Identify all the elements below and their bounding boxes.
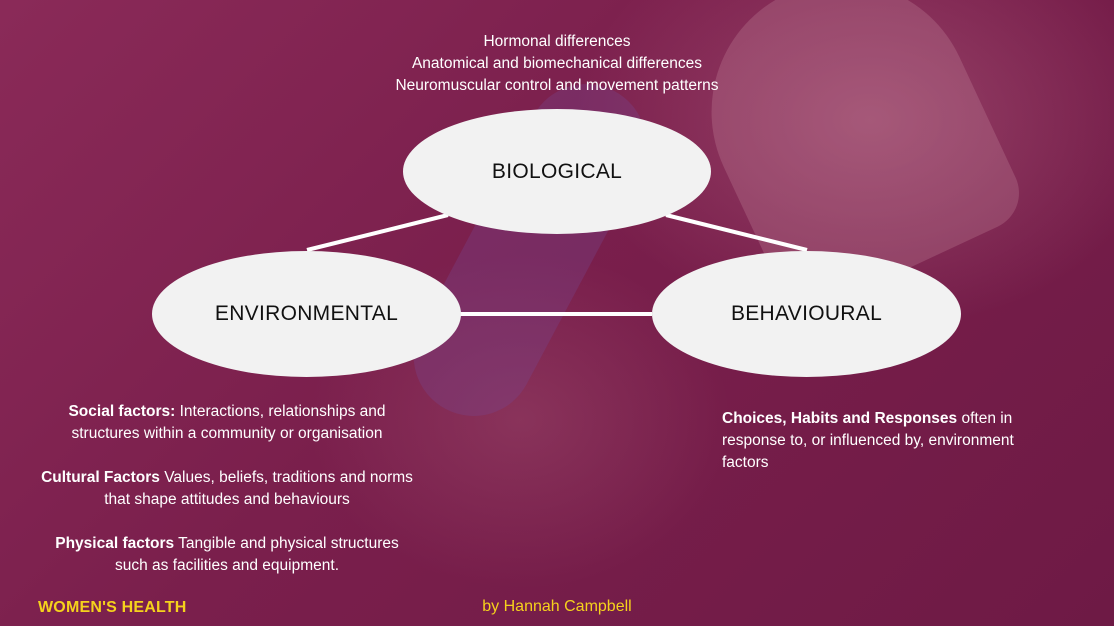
brand-label: WOMEN'S HEALTH (38, 599, 187, 616)
environmental-factors-list: Social factors: Interactions, relationsh… (40, 401, 414, 599)
factor-term: Physical factors (55, 535, 175, 552)
environmental-factor: Cultural Factors Values, beliefs, tradit… (40, 467, 414, 511)
factor-term: Social factors: (68, 403, 176, 420)
behavioural-factors-text: Choices, Habits and Responses often in r… (722, 408, 1052, 474)
factor-description: Tangible and physical structures such as… (114, 535, 399, 574)
factor-description: Interactions, relationships and structur… (71, 403, 386, 442)
node-biological: BIOLOGICAL (403, 109, 711, 234)
factor-description: Values, beliefs, traditions and norms th… (104, 469, 413, 508)
biological-factor: Neuromuscular control and movement patte… (395, 77, 719, 94)
connector-bio-beh (665, 213, 808, 252)
author-credit: by Hannah Campbell (482, 598, 632, 615)
factor-term: Cultural Factors (41, 469, 160, 486)
node-environmental-label: ENVIRONMENTAL (214, 302, 399, 325)
environmental-factor: Social factors: Interactions, relationsh… (40, 401, 414, 445)
connector-bio-env (306, 213, 449, 252)
node-biological-label: BIOLOGICAL (491, 159, 623, 183)
biological-factor: Hormonal differences (483, 33, 631, 50)
node-behavioural: BEHAVIOURAL (652, 251, 961, 377)
environmental-factor: Physical factors Tangible and physical s… (40, 533, 414, 577)
node-environmental: ENVIRONMENTAL (152, 251, 461, 377)
node-behavioural-label: BEHAVIOURAL (730, 302, 883, 325)
biological-factor: Anatomical and biomechanical differences (411, 55, 703, 72)
biological-factors-list: Hormonal differences Anatomical and biom… (330, 31, 784, 97)
factor-term: Choices, Habits and Responses (722, 410, 958, 427)
factor-description: often in response to, or influenced by, … (722, 410, 1014, 471)
